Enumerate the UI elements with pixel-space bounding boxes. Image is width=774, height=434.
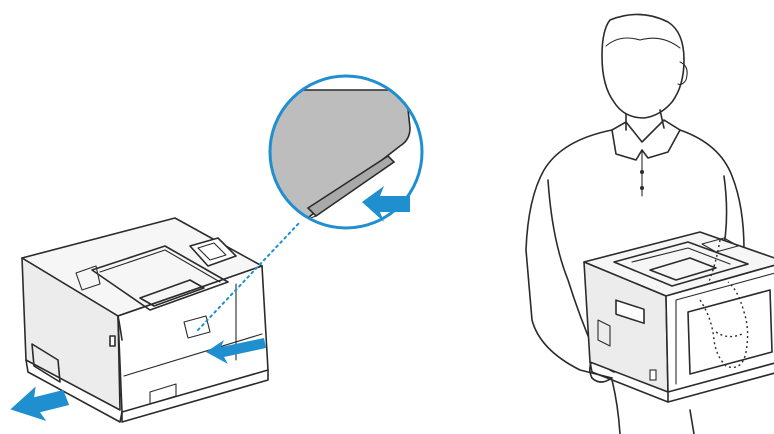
person-collar — [612, 120, 680, 160]
push-arrow-icon-left — [7, 380, 72, 429]
printer-carried — [584, 232, 774, 402]
person-head — [602, 14, 684, 118]
zoom-callout — [250, 76, 422, 240]
